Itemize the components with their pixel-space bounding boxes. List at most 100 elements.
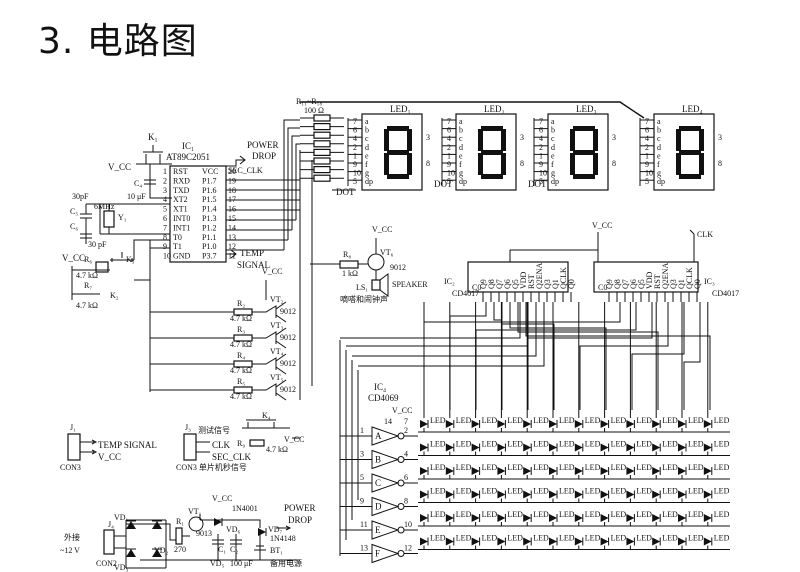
ic1-pin-right: P1.6 (202, 186, 216, 195)
j1-label: J₁ (70, 423, 76, 432)
counter-pin: QCLK (685, 267, 694, 289)
resistor (313, 174, 331, 182)
segment-letter: f (657, 160, 660, 169)
segment-letter: a (365, 117, 369, 126)
led: LED (471, 463, 497, 479)
svg-text:LED: LED (688, 534, 704, 543)
counter-pin: Q0 (693, 279, 702, 289)
led: LED (420, 440, 446, 456)
speaker-label: SPEAKER (392, 280, 428, 289)
svg-text:LED: LED (636, 463, 652, 472)
ic1-pinnum-left: 6 (163, 214, 167, 223)
svg-text:6: 6 (404, 473, 408, 482)
c5-label: C₅ (70, 207, 78, 216)
led: LED (420, 534, 446, 550)
led-display-label: LED₃ (576, 104, 597, 114)
segment-letter: f (365, 160, 368, 169)
led: LED (626, 534, 652, 550)
segment-letter: e (459, 151, 463, 160)
segment-pin: 5 (645, 177, 649, 186)
svg-text:LED: LED (507, 440, 523, 449)
segment-letter: g (551, 169, 555, 178)
svg-text:LED: LED (559, 487, 575, 496)
svg-text:LED: LED (533, 416, 549, 425)
svg-text:LED: LED (482, 416, 498, 425)
svg-text:8: 8 (426, 159, 430, 168)
led: LED (471, 416, 498, 432)
pnp-label: VT₅ (270, 373, 284, 382)
segment-letter: b (365, 126, 369, 135)
r8-label: R₈ (343, 250, 351, 259)
svg-text:5: 5 (360, 473, 364, 482)
segment-letter: a (459, 117, 463, 126)
segment-pin: 4 (353, 134, 357, 143)
svg-text:9: 9 (360, 497, 364, 506)
ic4-part: CD4069 (368, 393, 399, 403)
backup-label: 备用电源 (270, 558, 302, 568)
led: LED (626, 416, 652, 432)
segment-pin: 6 (447, 126, 451, 135)
c1-label: C₁ (218, 545, 226, 554)
segment-letter: dp (657, 177, 665, 186)
svg-text:LED: LED (507, 487, 523, 496)
resistor (313, 131, 331, 139)
counter-pin: VDD (645, 271, 654, 289)
vd5-label: VD₅ (210, 559, 225, 568)
led: LED (445, 463, 472, 479)
svg-text:LED: LED (636, 440, 652, 449)
segment-pin: 2 (645, 143, 649, 152)
led: LED (626, 463, 652, 479)
ic1-pin-right: P1.7 (202, 176, 216, 185)
led: LED (703, 487, 730, 503)
counter-pin: Q2ENA (535, 263, 544, 289)
led: LED (574, 534, 601, 550)
svg-text:LED: LED (430, 440, 446, 449)
pnp-label: VT₂ (270, 295, 284, 304)
svg-text:LED: LED (533, 440, 549, 449)
vd6-label: VD₆ (226, 525, 241, 534)
led: LED (420, 416, 446, 432)
resistor (313, 114, 331, 122)
segment-pin: 9 (645, 160, 649, 169)
segment-pin: 1 (645, 151, 649, 160)
led: LED (652, 440, 678, 456)
counter-pin: Q8 (613, 279, 622, 289)
led: LED (626, 487, 652, 503)
ic1-pin-left: RXD (173, 176, 190, 185)
pnp-part: 9012 (280, 385, 296, 394)
temp-label: TEMP (240, 248, 264, 258)
con3a-label: CON3 (60, 463, 81, 472)
vt1-part: 9013 (196, 529, 212, 538)
ls1-label: LS₁ (356, 283, 368, 292)
power-label: POWER (284, 503, 316, 513)
pnp-label: VT₃ (270, 321, 284, 330)
ic1-pinnum-right: 14 (228, 223, 236, 232)
svg-text:LED: LED (714, 510, 730, 519)
k1-label: K₁ (148, 132, 158, 142)
pnp-label: VT₄ (270, 347, 284, 356)
led: LED (523, 534, 549, 550)
vt6-label: VT₆ (380, 248, 394, 257)
ic1-pin-left: INT1 (173, 223, 190, 232)
svg-text:LED: LED (714, 487, 730, 496)
led: LED (523, 487, 549, 503)
ic1-pinnum-left: 7 (163, 223, 167, 232)
svg-text:LED: LED (559, 416, 575, 425)
segment-letter: c (459, 134, 463, 143)
pnp-part: 9012 (280, 359, 296, 368)
con3b-label: CON3 单片机秒信号 (176, 462, 247, 472)
led: LED (471, 487, 497, 503)
ic1-pin-right: P1.3 (202, 214, 216, 223)
segment-pin: 1 (353, 151, 357, 160)
power-drop-label: POWER (247, 140, 279, 150)
segment-letter: g (657, 169, 661, 178)
resistor (313, 148, 331, 156)
ic1-pinnum-right: 13 (228, 233, 236, 242)
led-display-label: LED₁ (390, 104, 411, 114)
led: LED (574, 440, 601, 456)
segment-letter: d (459, 143, 463, 152)
led: LED (574, 487, 601, 503)
led: LED (420, 487, 446, 503)
